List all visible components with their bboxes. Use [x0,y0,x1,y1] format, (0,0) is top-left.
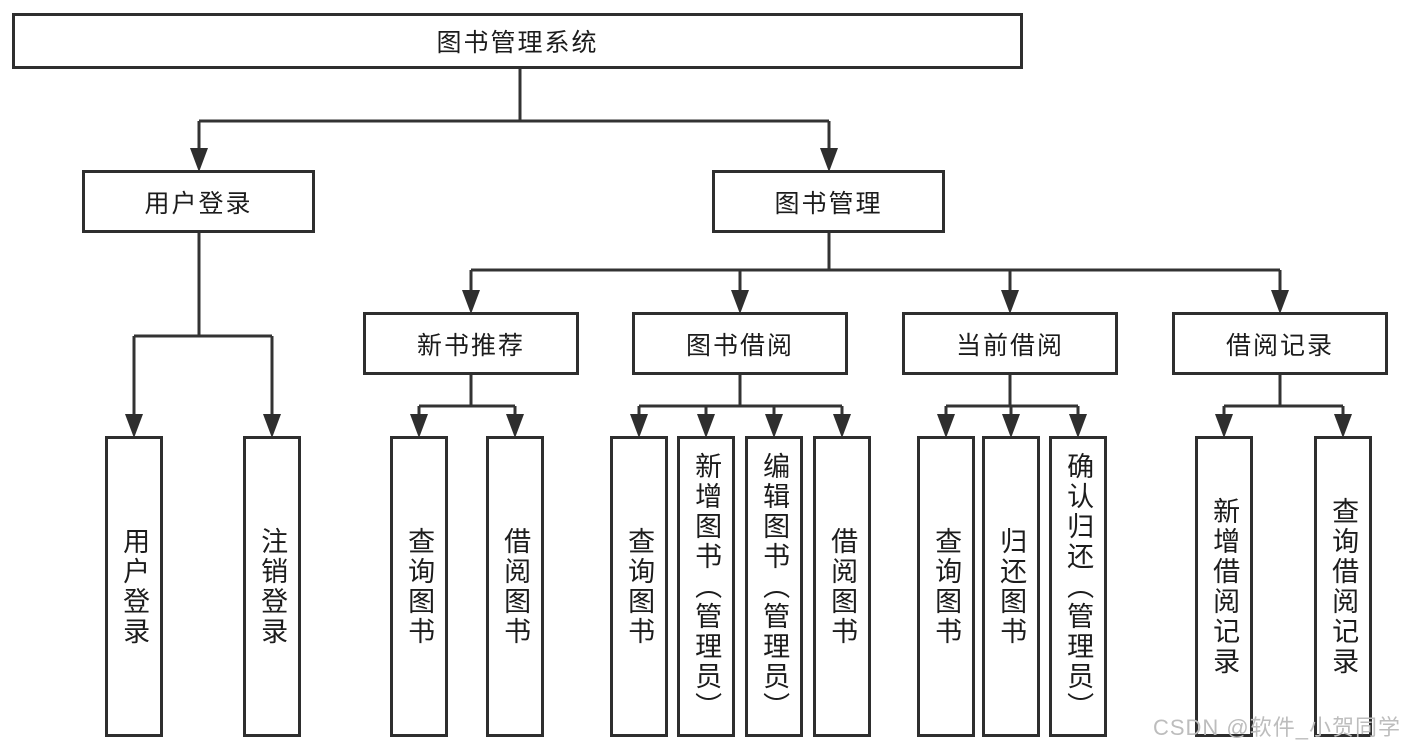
leaf-records-add-record-label: 新增借阅记录 [1209,496,1240,677]
connector-segments [132,68,1345,418]
node-book-management-label: 图书管理 [774,189,883,218]
node-borrowing-records: 借阅记录 [1172,312,1388,375]
leaf-borrow-add-books-admin: 新增图书（管理员） [677,436,735,737]
leaf-borrow-edit-books-admin-label: 编辑图书（管理员） [759,451,790,722]
leaf-current-return-books-label: 归还图书 [996,526,1027,647]
csdn-watermark: CSDN @软件_小贺同学 [1152,715,1401,740]
node-current-borrowing: 当前借阅 [902,312,1118,375]
leaf-borrow-borrow-books-label: 借阅图书 [827,526,858,647]
leaf-borrow-add-books-admin-label: 新增图书（管理员） [691,451,722,722]
node-book-borrowing-label: 图书借阅 [685,331,794,360]
leaf-recommend-query-books-label: 查询图书 [404,526,435,647]
arrowheads [125,148,1352,438]
leaf-records-query-record: 查询借阅记录 [1314,436,1372,737]
leaf-recommend-borrow-books-label: 借阅图书 [500,526,531,647]
node-book-borrowing: 图书借阅 [632,312,848,375]
node-library-system-label: 图书管理系统 [436,29,599,57]
node-user-login-label: 用户登录 [144,189,253,218]
leaf-current-confirm-return-admin: 确认归还（管理员） [1049,436,1107,737]
leaf-records-query-record-label: 查询借阅记录 [1328,496,1359,677]
node-library-system: 图书管理系统 [12,13,1023,69]
leaf-logout-label: 注销登录 [257,526,288,647]
leaf-current-query-books: 查询图书 [917,436,975,737]
leaf-borrow-query-books: 查询图书 [610,436,668,737]
leaf-current-confirm-return-admin-label: 确认归还（管理员） [1063,451,1094,722]
leaf-borrow-edit-books-admin: 编辑图书（管理员） [745,436,803,737]
node-user-login: 用户登录 [82,170,315,233]
leaf-logout: 注销登录 [243,436,301,737]
leaf-records-add-record: 新增借阅记录 [1195,436,1253,737]
node-borrowing-records-label: 借阅记录 [1225,331,1334,360]
node-current-borrowing-label: 当前借阅 [955,331,1064,360]
leaf-user-login: 用户登录 [105,436,163,737]
node-book-management: 图书管理 [712,170,945,233]
leaf-recommend-query-books: 查询图书 [390,436,448,737]
leaf-user-login-label: 用户登录 [119,526,150,647]
leaf-borrow-query-books-label: 查询图书 [624,526,655,647]
leaf-current-query-books-label: 查询图书 [931,526,962,647]
leaf-borrow-borrow-books: 借阅图书 [813,436,871,737]
leaf-recommend-borrow-books: 借阅图书 [486,436,544,737]
node-new-book-recommend-label: 新书推荐 [416,331,525,360]
node-new-book-recommend: 新书推荐 [363,312,579,375]
leaf-current-return-books: 归还图书 [982,436,1040,737]
